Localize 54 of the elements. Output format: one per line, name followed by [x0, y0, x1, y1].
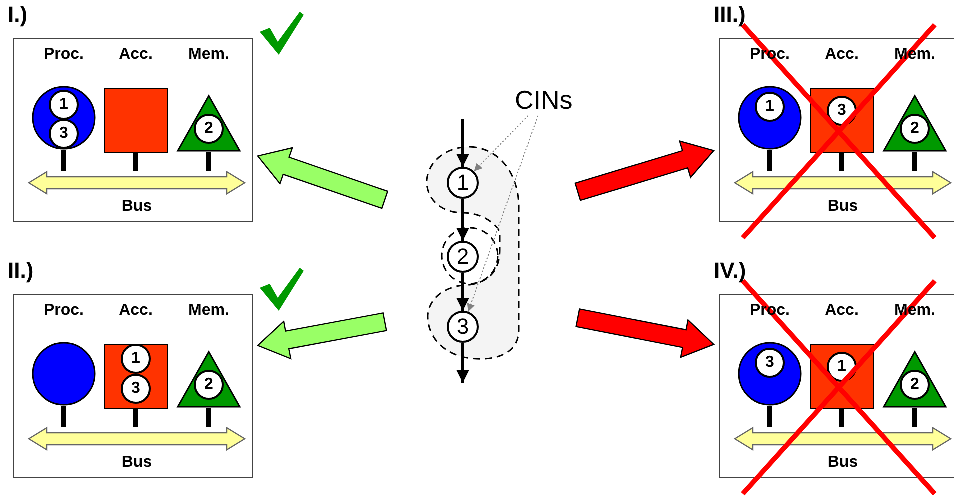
- memory-node: [177, 45, 241, 152]
- panel-heading: II.): [8, 258, 34, 284]
- block-arrow: [574, 140, 716, 202]
- cins-label: CINs: [515, 84, 573, 116]
- connector-line: [912, 408, 918, 427]
- memory-node: [883, 301, 947, 408]
- connector-line: [912, 152, 918, 171]
- arrow: [456, 119, 470, 167]
- connector-line: [840, 409, 844, 427]
- accelerator-node: [104, 45, 168, 153]
- component-label: Proc.: [42, 45, 85, 65]
- connector-line: [768, 150, 772, 171]
- arrow: [456, 199, 470, 241]
- bus-label: Bus: [826, 197, 860, 217]
- bus-label: Bus: [120, 197, 154, 217]
- accelerator-node: [104, 301, 168, 409]
- connector-line: [134, 153, 138, 171]
- processor-node: [738, 45, 802, 150]
- processor-node: [32, 45, 96, 150]
- component-label: Acc.: [824, 45, 860, 65]
- component-label: Acc.: [824, 301, 860, 321]
- bus-label: Bus: [826, 453, 860, 473]
- component-label: Acc.: [118, 301, 154, 321]
- memory-node: [177, 301, 241, 408]
- component-label: Mem.: [188, 301, 230, 321]
- processor-node: [32, 301, 96, 406]
- connector-line: [206, 408, 212, 427]
- bus-label: Bus: [120, 453, 154, 473]
- connector-line: [206, 152, 212, 171]
- step-number: 2: [447, 241, 479, 273]
- arrow: [456, 343, 470, 383]
- block-arrow: [256, 147, 389, 210]
- connector-line: [62, 406, 66, 427]
- cin-region: [441, 227, 499, 285]
- component-label: Mem.: [188, 45, 230, 65]
- component-label: Proc.: [42, 301, 85, 321]
- accelerator-node: [810, 301, 874, 409]
- memory-node: [883, 45, 947, 152]
- panel-heading: IV.): [714, 258, 746, 284]
- component-label: Acc.: [118, 45, 154, 65]
- arrow: [456, 273, 470, 311]
- connector-line: [840, 153, 844, 171]
- block-arrow: [256, 312, 388, 360]
- connector-line: [134, 409, 138, 427]
- cin-region: [426, 145, 521, 361]
- processor-node: [738, 301, 802, 406]
- block-arrow: [576, 308, 716, 358]
- leader-line: [467, 116, 539, 312]
- panel-heading: I.): [8, 2, 28, 28]
- accelerator-node: [810, 45, 874, 153]
- leader-line: [474, 116, 529, 172]
- panel-heading: III.): [714, 2, 746, 28]
- connector-line: [768, 406, 772, 427]
- connector-line: [62, 150, 66, 171]
